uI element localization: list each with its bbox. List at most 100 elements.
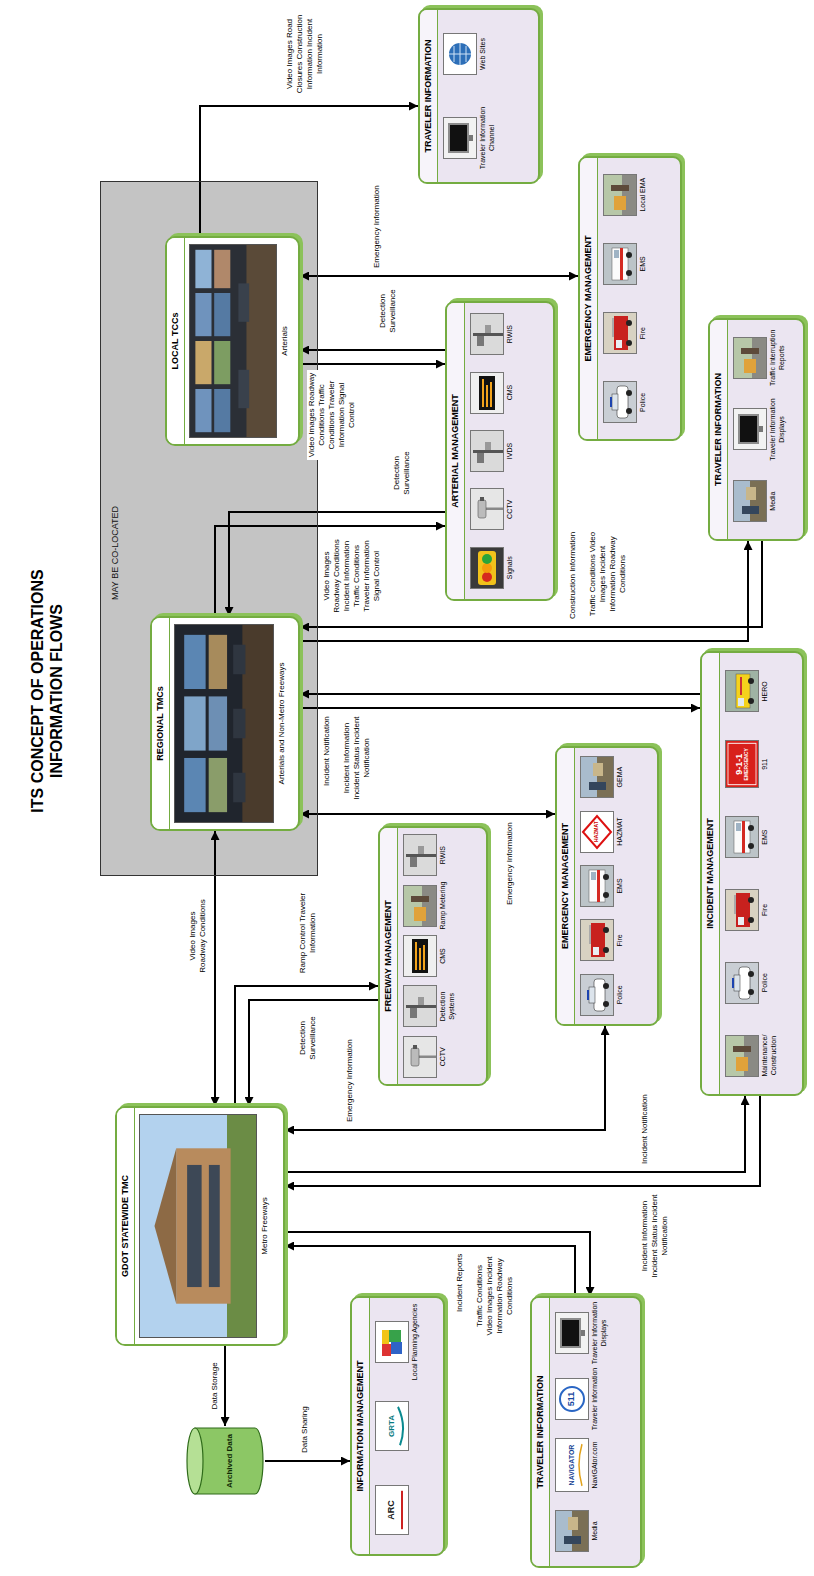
drawing-part	[734, 975, 740, 991]
drawing-part	[404, 886, 436, 926]
drawing-part	[610, 397, 612, 407]
item-icon	[471, 373, 503, 413]
logo-text: NAVIGATOR	[568, 1445, 575, 1486]
item-caption: Traveler Information Displays	[591, 1301, 608, 1365]
drawing-part	[748, 843, 754, 849]
flow-connector	[300, 349, 445, 351]
item: EMS	[603, 229, 648, 298]
drawing-part	[482, 554, 492, 564]
flow-label: Detection Surveillance	[378, 278, 398, 344]
item-caption: Police	[639, 393, 648, 412]
group-box: TRAVELER INFORMATIONMediaNAVIGATORNaviGA…	[530, 1296, 642, 1568]
item-icon	[404, 1037, 436, 1077]
flow-connector	[300, 693, 700, 695]
drawing-part	[469, 135, 473, 141]
box-heading: INCIDENT MANAGEMENT	[702, 653, 720, 1094]
drawing-part	[382, 1330, 389, 1344]
item-picture	[580, 919, 614, 961]
drawing-part	[748, 971, 754, 977]
drawing-part	[471, 373, 503, 413]
item-caption: EMS	[761, 830, 770, 845]
item-picture	[725, 962, 759, 1004]
drawing-part	[581, 866, 613, 906]
flow-label: Incident Information Incident Status Inc…	[640, 1192, 670, 1280]
drawing-part	[738, 917, 744, 925]
drawing-part	[404, 1037, 436, 1077]
item-caption: Traffic Interruption Reports	[769, 323, 786, 393]
item-row: PoliceFireEMSLocal EMA	[598, 158, 652, 439]
drawing-part	[626, 252, 632, 258]
drawing-part	[214, 389, 230, 432]
item-icon	[471, 548, 503, 588]
flow-connector	[265, 1460, 350, 1462]
drawing-part	[591, 923, 605, 957]
drawing-part	[485, 508, 503, 511]
drawing-part	[418, 997, 424, 1005]
drawing-part	[482, 563, 492, 573]
drawing-part	[603, 927, 609, 933]
drawing-part	[744, 359, 756, 373]
flow-label: Emergency Information	[505, 820, 515, 907]
flow-label: Detection Surveillance	[298, 1006, 318, 1070]
drawing-part	[556, 1439, 588, 1491]
item: Traveler Information Channel	[443, 96, 496, 180]
drawing-part	[233, 645, 245, 675]
drawing-part	[741, 348, 759, 354]
box-heading: EMERGENCY MANAGEMENT	[557, 748, 575, 1024]
item-picture	[580, 756, 614, 798]
item-caption: Ramp Metering	[439, 882, 448, 930]
drawing-part	[195, 293, 211, 336]
drawing-part	[140, 1115, 256, 1337]
item-caption: Traveler Information Channel	[479, 97, 496, 179]
drawing-part	[477, 453, 484, 463]
item: Traveler Information Displays	[733, 394, 786, 466]
item-icon	[726, 1036, 758, 1076]
drawing-part	[732, 978, 734, 988]
drawing-part	[748, 698, 754, 704]
group-box: TRAVELER INFORMATIONTraveler Information…	[418, 8, 540, 184]
item-caption: Media	[591, 1521, 600, 1540]
item-row: SignalsCCTVIVDSCMSRWIS	[465, 303, 519, 599]
drawing-part	[382, 1344, 391, 1356]
drawing-part	[726, 963, 758, 1003]
box-heading: EMERGENCY MANAGEMENT	[580, 158, 598, 439]
logo-text: 511	[567, 1392, 576, 1407]
group-box: EMERGENCY MANAGEMENTPoliceFireEMSHAZMATH…	[555, 746, 659, 1026]
item-row: CCTVDetection SystemsCMSRamp MeteringRWI…	[398, 828, 460, 1084]
item-caption: RWIS	[506, 325, 515, 343]
item-caption: Fire	[616, 934, 625, 946]
drawing-part	[591, 872, 596, 880]
drawing-part	[398, 1407, 403, 1445]
flow-label: Incident Notification	[322, 714, 332, 788]
drawing-part	[410, 1008, 417, 1018]
item-icon	[726, 671, 758, 711]
drawing-part	[589, 925, 591, 944]
item-icon	[604, 382, 636, 422]
drawing-part	[176, 1148, 230, 1303]
item-picture: 9-1-1EMERGENCY	[725, 740, 759, 788]
flow-connector	[300, 813, 555, 815]
item-caption: Local Planning Agencies	[411, 1304, 420, 1380]
item-row: Maintenance/ ConstructionPoliceFireEMS9-…	[720, 653, 782, 1094]
flow-label: Video Images Road Closures Construction …	[285, 8, 325, 100]
item-picture	[603, 381, 637, 423]
item: EMS	[580, 859, 625, 913]
drawing-part	[448, 123, 469, 153]
drawing-part	[412, 939, 428, 973]
item: Signals	[470, 539, 515, 597]
drawing-part	[410, 857, 417, 867]
item-icon	[404, 936, 436, 976]
drawing-part	[404, 835, 436, 875]
item: EMS	[725, 801, 770, 874]
item-caption: NaviGAtor.com	[591, 1441, 600, 1488]
item-caption: Local EMA	[639, 178, 648, 212]
drawing-part	[564, 1536, 581, 1544]
item: ARC	[375, 1468, 409, 1552]
drawing-part	[581, 1330, 585, 1336]
drawing-part	[604, 382, 636, 422]
drawing-part	[733, 1046, 751, 1052]
tmc-box: LOCAL TCCsArterials	[165, 236, 300, 446]
drawing-part	[478, 500, 486, 518]
drawing-part	[593, 947, 599, 955]
drawing-part	[155, 1148, 177, 1303]
